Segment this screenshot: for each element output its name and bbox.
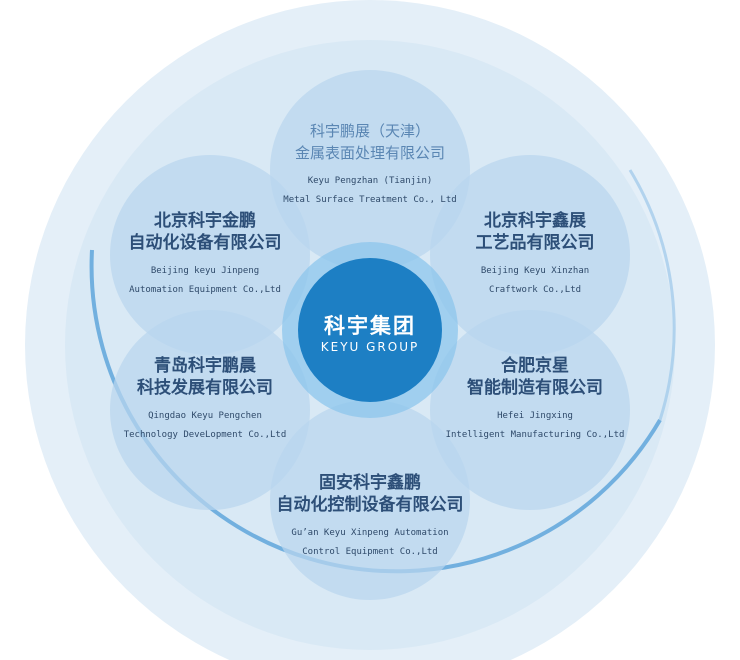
company-bottom-en-line1: Gu’an Keyu Xinpeng Automation: [291, 528, 449, 538]
company-upper-right-zh-line2: 工艺品有限公司: [475, 233, 595, 253]
outer-ring-arc-faint: [628, 169, 676, 421]
company-upper-left-en-line1: Beijing keyu Jinpeng: [150, 266, 260, 276]
company-lower-right-en-line2: Intelligent Manufacturing Co.,Ltd: [445, 430, 625, 440]
company-lower-left-en-line1: Qingdao Keyu Pengchen: [148, 411, 262, 421]
company-upper-left-en-line2: Automation Equipment Co.,Ltd: [129, 285, 281, 295]
company-lower-left-en-line2: Technology DeveLopment Co.,Ltd: [123, 430, 287, 440]
company-bottom-zh-line1: 固安科宇鑫鹏: [319, 473, 421, 493]
company-bottom: 固安科宇鑫鹏 自动化控制设备有限公司 Gu’an Keyu Xinpeng Au…: [245, 472, 495, 562]
company-upper-left-zh-line2: 自动化设备有限公司: [128, 233, 282, 253]
company-lower-right-zh-line2: 智能制造有限公司: [467, 378, 603, 398]
company-lower-right-zh-line1: 合肥京星: [501, 356, 569, 376]
petal-top: [270, 70, 470, 270]
petal-bottom: [270, 400, 470, 600]
center-circle: [298, 258, 442, 402]
petal-upper-right: [430, 155, 630, 355]
center-name-en: KEYU GROUP: [320, 340, 420, 354]
company-upper-right-en-line1: Beijing Keyu Xinzhan: [480, 266, 590, 276]
company-upper-left: 北京科宇金鹏 自动化设备有限公司 Beijing keyu Jinpeng Au…: [90, 210, 320, 300]
company-upper-right-en-line2: Craftwork Co.,Ltd: [488, 285, 582, 295]
center-name-zh: 科宇集团: [324, 314, 416, 338]
petal-upper-left: [110, 155, 310, 355]
company-bottom-en-line2: Control Equipment Co.,Ltd: [302, 547, 438, 557]
company-bottom-zh-line2: 自动化控制设备有限公司: [276, 495, 464, 515]
company-top-zh-line2: 金属表面处理有限公司: [294, 144, 445, 162]
company-top-zh-line1: 科宇鹏展（天津）: [309, 122, 430, 140]
company-top: 科宇鹏展（天津） 金属表面处理有限公司 Keyu Pengzhan (Tianj…: [255, 120, 485, 210]
company-lower-right: 合肥京星 智能制造有限公司 Hefei Jingxing Intelligent…: [415, 355, 655, 445]
petal-lower-left: [110, 310, 310, 510]
company-lower-right-en-line1: Hefei Jingxing: [497, 411, 573, 421]
company-top-en-line1: Keyu Pengzhan (Tianjin): [307, 176, 433, 186]
company-lower-left-zh-line1: 青岛科宇鹏晨: [154, 356, 256, 376]
company-upper-left-zh-line1: 北京科宇金鹏: [154, 211, 256, 231]
company-lower-left-zh-line2: 科技发展有限公司: [137, 378, 273, 398]
petal-lower-right: [430, 310, 630, 510]
company-lower-left: 青岛科宇鹏晨 科技发展有限公司 Qingdao Keyu Pengchen Te…: [90, 355, 320, 445]
company-upper-right: 北京科宇鑫展 工艺品有限公司 Beijing Keyu Xinzhan Craf…: [420, 210, 650, 300]
company-top-en-line2: Metal Surface Treatment Co., Ltd: [283, 195, 457, 205]
company-upper-right-zh-line1: 北京科宇鑫展: [484, 211, 586, 231]
